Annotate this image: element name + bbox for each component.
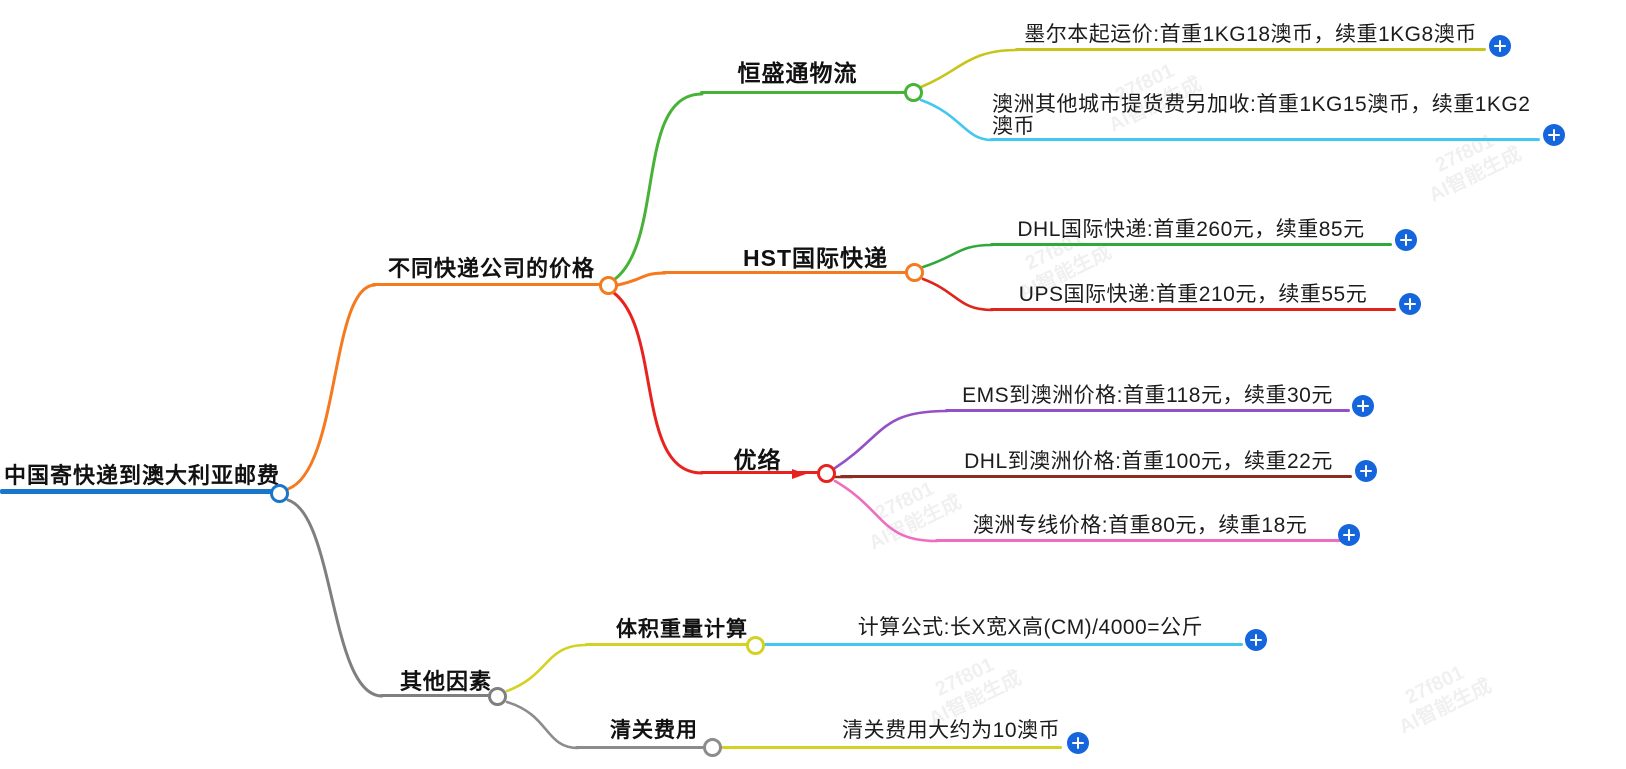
node-circle[interactable] (817, 464, 836, 483)
node-circle[interactable] (905, 263, 924, 282)
underline (575, 746, 705, 749)
connector (612, 291, 704, 475)
leaf-label[interactable]: 澳洲其他城市提货费另加收:首重1KG15澳币，续重1KG2澳币 (992, 93, 1531, 138)
branch-label[interactable]: 不同快递公司的价格 (387, 256, 595, 281)
underline (585, 643, 749, 646)
underline (700, 91, 908, 94)
connector (286, 283, 377, 491)
underline (990, 243, 1392, 246)
subnode-label[interactable]: 体积重量计算 (616, 618, 748, 641)
underline (840, 475, 1352, 478)
underline (662, 271, 908, 274)
add-node-button[interactable] (1355, 460, 1377, 482)
subnode-label[interactable]: 优络 (733, 447, 782, 473)
node-circle[interactable] (488, 687, 507, 706)
leaf-label[interactable]: DHL国际快递:首重260元，续重85元 (1017, 218, 1365, 241)
add-node-button[interactable] (1489, 35, 1511, 57)
underline (1015, 48, 1486, 51)
connector (921, 277, 994, 312)
underline (990, 308, 1396, 311)
subnode-label[interactable]: HST国际快递 (743, 245, 888, 271)
node-circle[interactable] (599, 276, 618, 295)
connector (613, 92, 704, 281)
underline (380, 694, 492, 697)
underline (700, 471, 820, 474)
leaf-label[interactable]: 清关费用大约为10澳币 (842, 719, 1060, 742)
node-circle[interactable] (746, 636, 765, 655)
underline (990, 138, 1540, 141)
node-circle[interactable] (270, 484, 289, 503)
add-node-button[interactable] (1245, 629, 1267, 651)
leaf-label[interactable]: DHL到澳洲价格:首重100元，续重22元 (964, 450, 1333, 473)
connector (921, 243, 994, 269)
underline (945, 409, 1350, 412)
leaf-label[interactable]: UPS国际快递:首重210元，续重55元 (1018, 283, 1368, 306)
connector (833, 479, 939, 543)
leaf-label[interactable]: 墨尔本起运价:首重1KG18澳币，续重1KG8澳币 (1024, 23, 1477, 46)
subnode-label[interactable]: 清关费用 (610, 719, 698, 742)
add-node-button[interactable] (1395, 229, 1417, 251)
underline (0, 489, 280, 494)
root-node-label[interactable]: 中国寄快递到澳大利亚邮费 (4, 463, 281, 488)
underline (763, 643, 1243, 646)
add-node-button[interactable] (1399, 293, 1421, 315)
connector (286, 498, 384, 698)
connector (505, 643, 588, 693)
underline (935, 539, 1345, 542)
connector (616, 271, 667, 287)
connector (919, 98, 994, 142)
node-circle[interactable] (904, 83, 923, 102)
node-circle[interactable] (703, 738, 722, 757)
add-node-button[interactable] (1352, 395, 1374, 417)
connector (833, 409, 949, 470)
subnode-label[interactable]: 恒盛通物流 (737, 60, 858, 86)
underline (372, 283, 602, 286)
branch-label[interactable]: 其他因素 (399, 669, 492, 694)
underline (720, 746, 1062, 749)
leaf-label[interactable]: EMS到澳洲价格:首重118元，续重30元 (962, 384, 1333, 407)
leaf-label[interactable]: 计算公式:长X宽X高(CM)/4000=公斤 (857, 616, 1203, 639)
connector (505, 700, 580, 750)
add-node-button[interactable] (1067, 732, 1089, 754)
add-node-button[interactable] (1338, 524, 1360, 546)
leaf-label[interactable]: 澳洲专线价格:首重80元，续重18元 (972, 514, 1308, 537)
connector (919, 48, 1019, 89)
add-node-button[interactable] (1543, 124, 1565, 146)
